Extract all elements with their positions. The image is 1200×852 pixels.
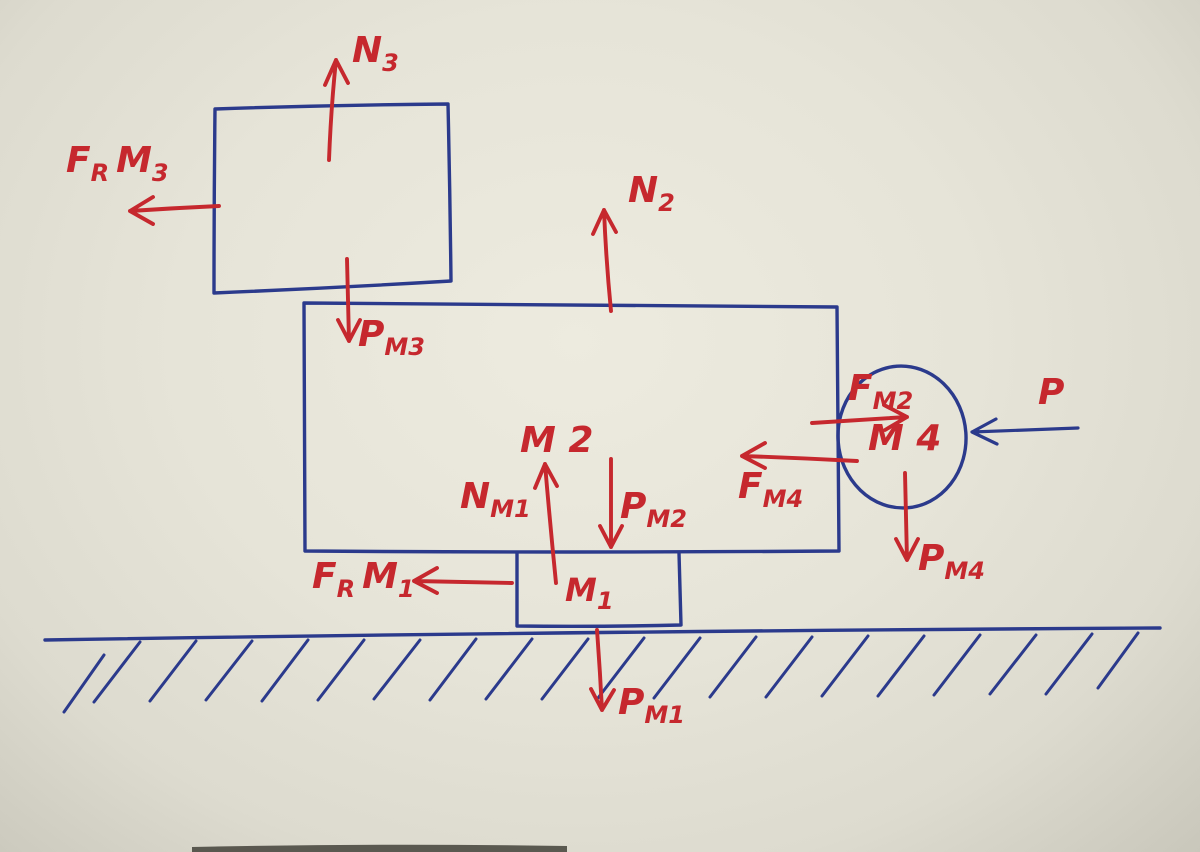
weight-m4-arrow <box>894 471 920 562</box>
photo-edge-shadow <box>192 844 567 852</box>
label-part-sub: 1 <box>398 575 415 603</box>
label-part: F <box>738 466 763 507</box>
weight-m3-label: PM3 <box>358 314 425 361</box>
force-on-m2-label: FM2 <box>848 368 913 415</box>
n2-arrow <box>591 208 618 313</box>
label-part-sub: M1 <box>644 701 685 729</box>
red-ink-strokes <box>128 58 920 712</box>
friction-m3-arrow <box>128 195 221 226</box>
m3-block-outline <box>212 102 453 295</box>
label-part: P <box>620 486 646 527</box>
label-part-sub: M2 <box>646 505 687 533</box>
label-part: M <box>565 571 597 609</box>
ground-hatching <box>62 631 1140 714</box>
normal-from-m1-arrow <box>533 462 559 585</box>
force-on-m2-arrow <box>810 403 909 432</box>
weight-m3-arrow <box>336 257 362 343</box>
m2-body-label: M 2 <box>520 420 593 461</box>
blue-ink-strokes <box>43 102 1162 714</box>
weight-m1-label: PM1 <box>618 682 685 729</box>
label-part: M 2 <box>520 420 593 461</box>
label-part: P <box>918 538 944 579</box>
label-part-sub: R <box>337 575 355 603</box>
label-part-sub: M4 <box>763 485 804 513</box>
force-on-m4-arrow <box>740 441 859 470</box>
label-part-sub: R <box>91 159 109 187</box>
label-part: M <box>116 140 152 181</box>
label-part: N <box>352 30 382 71</box>
m2-block-outline <box>302 301 841 554</box>
m1-block-outline <box>515 551 683 629</box>
normal-from-m1-label: NM1 <box>460 476 531 523</box>
label-part-sub: M1 <box>490 495 531 523</box>
label-part: M 4 <box>868 418 941 459</box>
label-part-sub: 3 <box>152 159 169 187</box>
label-part: N <box>628 170 658 211</box>
label-part-sub: M3 <box>384 333 425 361</box>
n2-label: N2 <box>628 170 675 217</box>
m4-body-label: M 4 <box>868 418 941 459</box>
label-part: F <box>848 368 873 409</box>
ground-line <box>43 626 1162 642</box>
n3-label: N3 <box>352 30 399 77</box>
weight-m2-label: PM2 <box>620 486 687 533</box>
label-part: N <box>460 476 490 517</box>
label-part: P <box>358 314 384 355</box>
label-part: P <box>618 682 644 723</box>
n3-arrow <box>323 58 350 162</box>
applied-force-p-label: P <box>1038 372 1064 413</box>
weight-m1-arrow <box>589 628 616 712</box>
weight-m2-arrow <box>598 457 624 549</box>
friction-m1-arrow <box>412 566 514 595</box>
applied-force-p-arrow <box>970 417 1080 446</box>
label-part-sub: M4 <box>944 557 985 585</box>
label-part: M <box>362 556 398 597</box>
force-on-m4-label: FM4 <box>738 466 803 513</box>
label-part: P <box>1038 372 1064 413</box>
weight-m4-label: PM4 <box>918 538 985 585</box>
label-part-sub: 1 <box>597 587 614 615</box>
m1-body-label: M1 <box>565 571 614 615</box>
label-part-sub: M2 <box>873 387 914 415</box>
label-part: F <box>312 556 337 597</box>
label-part-sub: 2 <box>658 189 675 217</box>
label-part: F <box>66 140 91 181</box>
label-part-sub: 3 <box>382 49 399 77</box>
